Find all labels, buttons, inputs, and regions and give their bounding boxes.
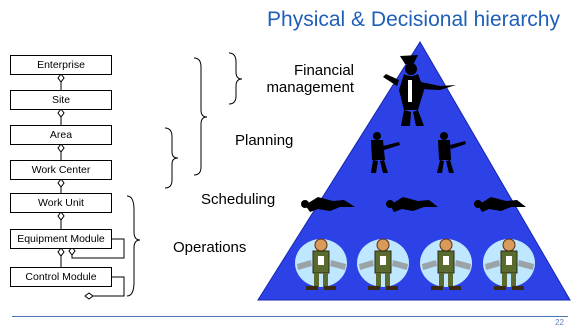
equipment-module-box: Equipment Module xyxy=(10,229,112,249)
enterprise-box: Enterprise xyxy=(10,55,112,75)
level-braces xyxy=(126,52,243,297)
financial-label-line-1: Financial xyxy=(293,62,354,79)
slide-title: Physical & Decisional hierarchy xyxy=(267,8,560,31)
financial-management-label: Financial management xyxy=(254,62,354,96)
site-box: Site xyxy=(10,90,112,110)
planning-label: Planning xyxy=(235,132,294,149)
footer-line xyxy=(12,316,568,317)
scheduling-label: Scheduling xyxy=(201,191,276,208)
financial-label-line-2: management xyxy=(266,79,354,96)
operations-label: Operations xyxy=(173,239,247,256)
work-center-box: Work Center xyxy=(10,160,112,180)
scheduler-figures xyxy=(301,197,526,212)
planner-figures xyxy=(371,132,466,173)
area-box: Area xyxy=(10,125,112,145)
control-module-box: Control Module xyxy=(10,267,112,287)
manager-figure xyxy=(383,55,456,126)
hierarchy-pyramid xyxy=(257,41,571,301)
page-number: 22 xyxy=(555,318,564,327)
operations-workers xyxy=(295,238,535,290)
hierarchy-connectors xyxy=(57,73,125,300)
work-unit-box: Work Unit xyxy=(10,193,112,213)
